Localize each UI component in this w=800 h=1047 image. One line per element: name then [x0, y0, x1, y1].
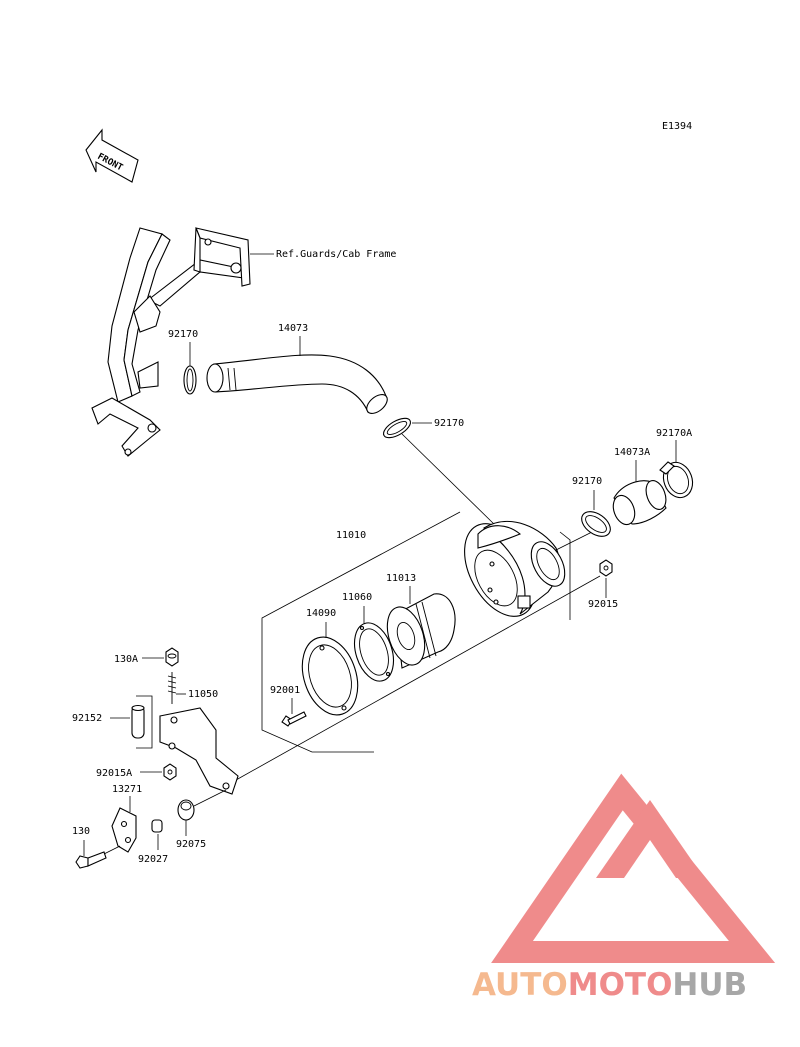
clamp-92170-top: [183, 365, 197, 395]
label-92027: 92027: [138, 854, 168, 865]
label-14090: 14090: [306, 608, 336, 619]
label-14073A: 14073A: [614, 447, 650, 458]
clamp-92170-mid: [382, 417, 412, 439]
label-92170-mid: 92170: [434, 418, 464, 429]
air-cleaner-housing-11010: [464, 520, 566, 617]
label-92001: 92001: [270, 685, 300, 696]
label-92170A: 92170A: [656, 428, 692, 439]
label-11010: 11010: [336, 530, 366, 541]
label-92170-top: 92170: [168, 329, 198, 340]
label-14073: 14073: [278, 323, 308, 334]
watermark-text-moto: MOTO: [568, 967, 673, 1003]
collar-92152: [131, 704, 145, 739]
label-92015: 92015: [588, 599, 618, 610]
bolt-130: [75, 851, 107, 869]
spacer-92027: [151, 819, 163, 833]
label-92015A: 92015A: [96, 768, 132, 779]
mounting-bracket: [159, 707, 239, 795]
label-13271: 13271: [112, 784, 142, 795]
clamp-92170A: [659, 461, 694, 499]
plate-13271: [111, 807, 137, 853]
label-11060: 11060: [342, 592, 372, 603]
label-130A: 130A: [114, 654, 138, 665]
damper-92075: [177, 799, 195, 821]
reference-note: Ref.Guards/Cab Frame: [276, 249, 396, 260]
guard-frame: [91, 227, 251, 457]
filter-element-11013: [386, 593, 456, 669]
label-92170-right: 92170: [572, 476, 602, 487]
bolt-92001: [281, 711, 307, 727]
air-cleaner-group-outline: [261, 511, 461, 753]
label-11050: 11050: [188, 689, 218, 700]
nut-130A: [165, 647, 179, 667]
svg-text:AUTOMOTOHUB: AUTOMOTOHUB: [472, 967, 747, 1003]
label-92152: 92152: [72, 713, 102, 724]
gasket-11060: [353, 622, 395, 682]
nut-92015: [599, 559, 613, 577]
watermark-text-auto: AUTO: [472, 967, 568, 1003]
cover-14090: [301, 636, 359, 716]
stud-11050: [167, 672, 177, 704]
label-92075: 92075: [176, 839, 206, 850]
clamp-92170-right: [581, 511, 611, 537]
front-direction-arrow: FRONT: [85, 128, 139, 183]
label-11013: 11013: [386, 573, 416, 584]
hose-14073A: [612, 480, 667, 526]
automotohub-watermark-logo: AUTOMOTOHUB: [472, 773, 776, 1003]
nut-92015A: [163, 763, 177, 781]
intake-duct-14073: [206, 354, 388, 414]
label-130: 130: [72, 826, 90, 837]
diagram-code: E1394: [662, 121, 692, 132]
watermark-text-hub: HUB: [672, 967, 747, 1003]
